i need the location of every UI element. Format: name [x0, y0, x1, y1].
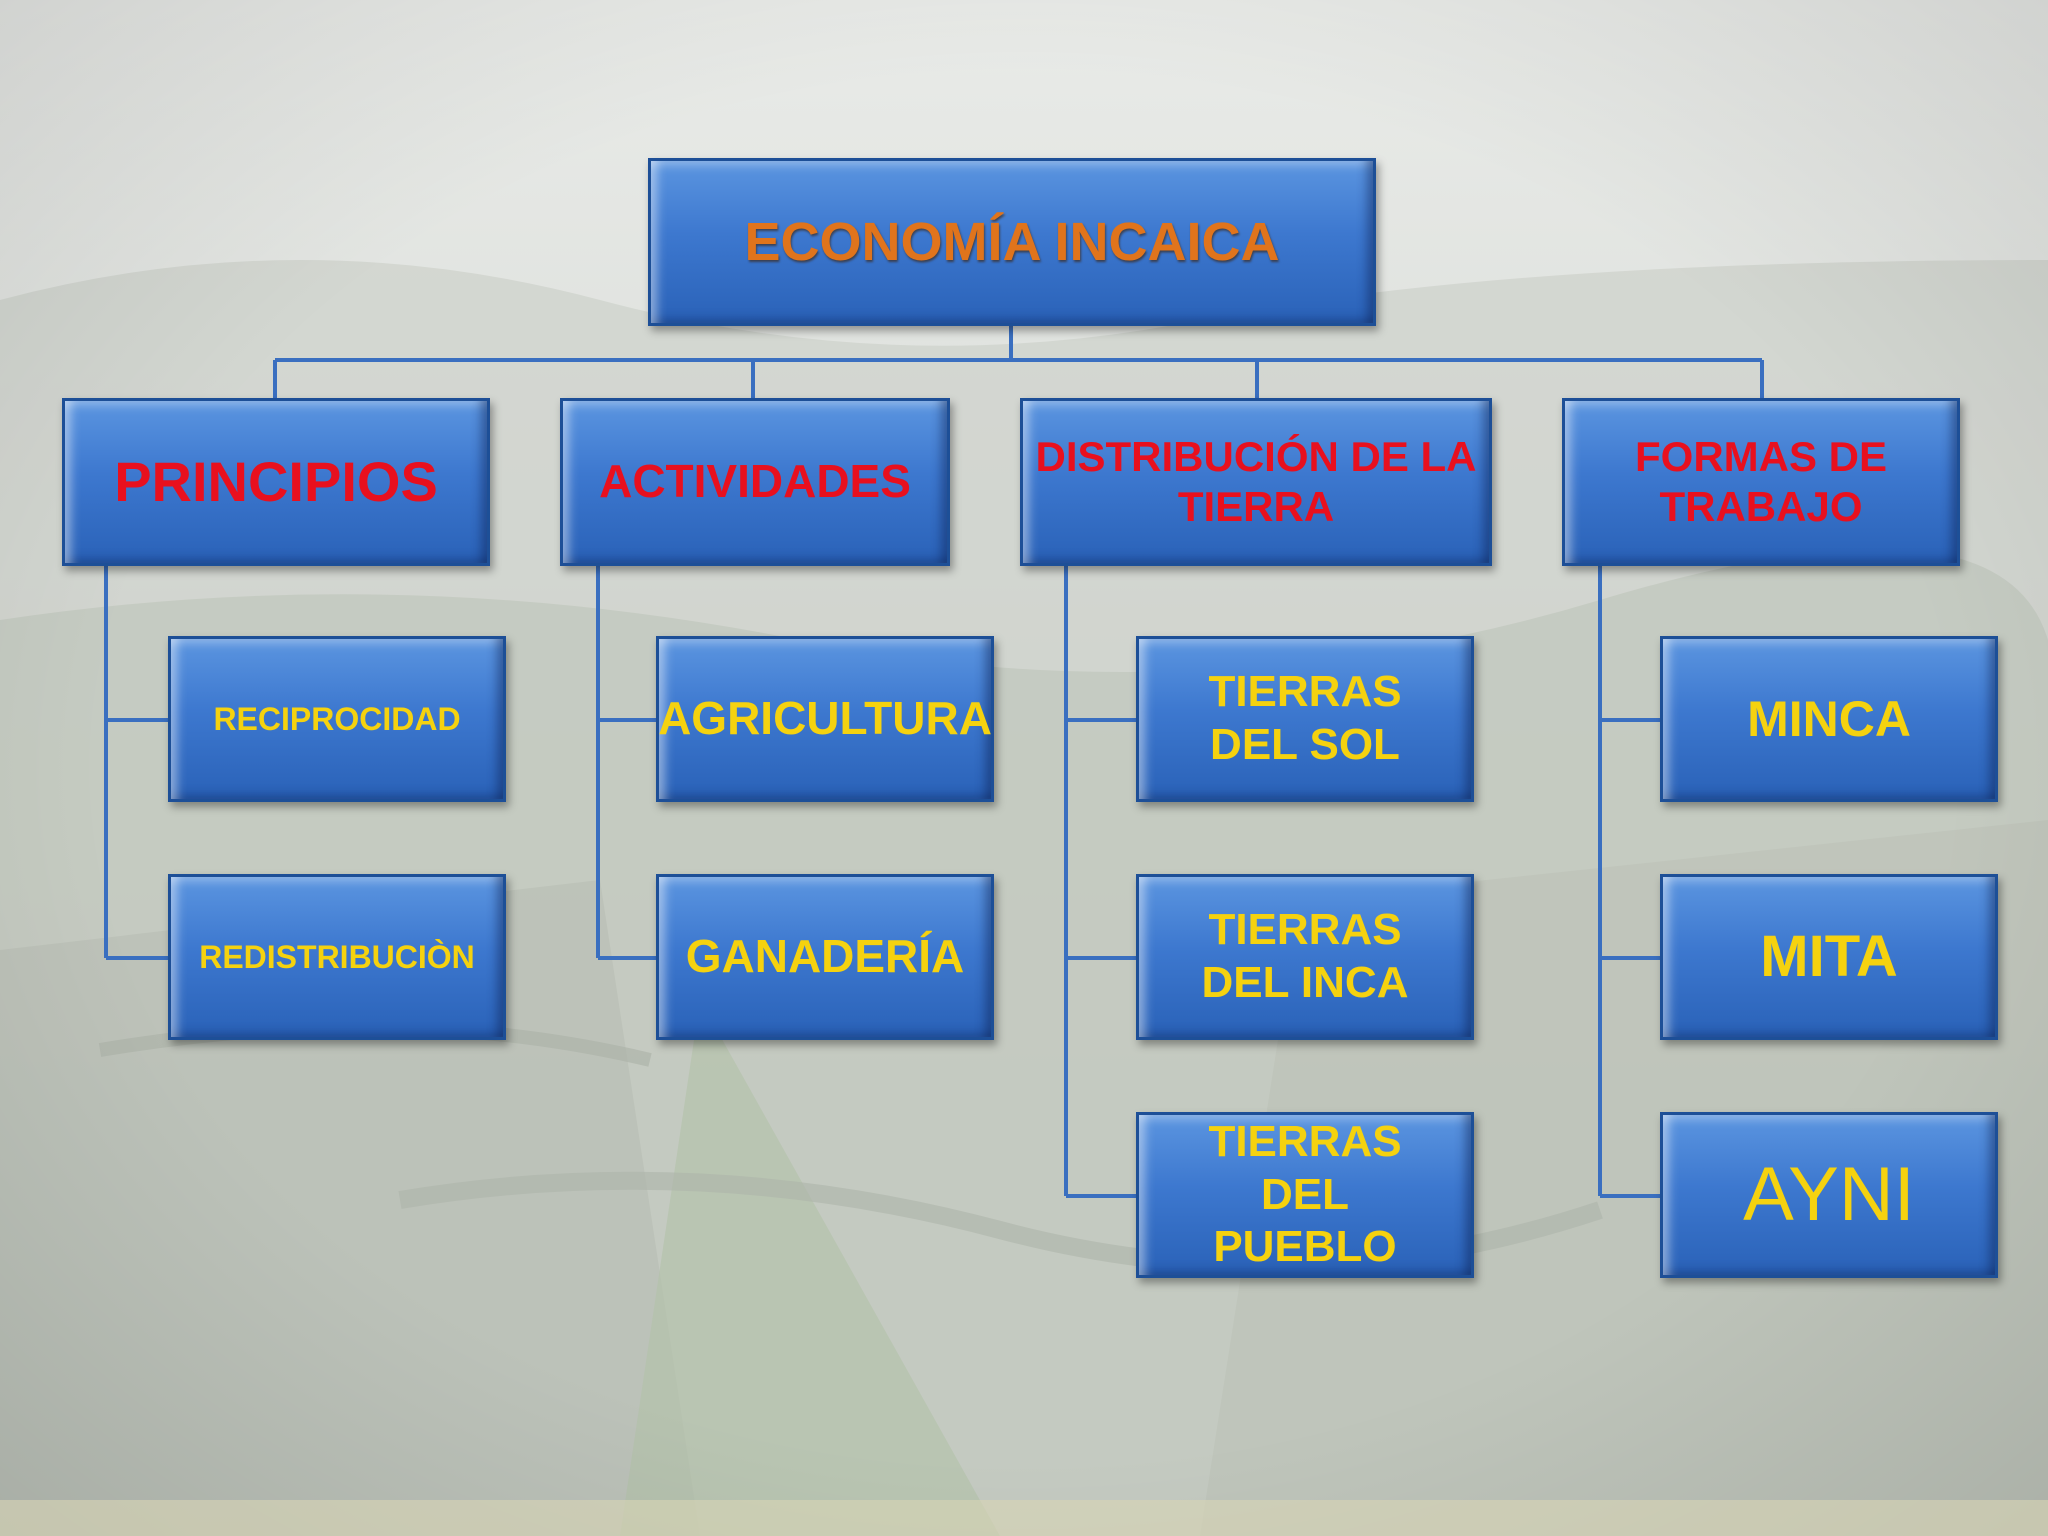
child-node-mita: MITA [1660, 874, 1998, 1040]
category-node-distribucion: DISTRIBUCIÓN DE LA TIERRA [1020, 398, 1492, 566]
child-label: TIERRAS DEL SOL [1208, 667, 1402, 769]
category-label: ACTIVIDADES [599, 455, 911, 508]
child-node-reciprocidad: RECIPROCIDAD [168, 636, 506, 802]
category-node-formas: FORMAS DE TRABAJO [1562, 398, 1960, 566]
child-label: TIERRAS DEL PUEBLO [1208, 1116, 1402, 1272]
root-label: ECONOMÍA INCAICA [744, 211, 1280, 272]
category-label: DISTRIBUCIÓN DE LA TIERRA [1035, 432, 1477, 530]
category-label: FORMAS DE TRABAJO [1635, 432, 1887, 530]
child-label: MITA [1760, 924, 1898, 990]
child-node-tierras-del-pueblo: TIERRAS DEL PUEBLO [1136, 1112, 1474, 1278]
child-label: MINCA [1747, 691, 1911, 747]
category-label: PRINCIPIOS [114, 450, 438, 514]
category-node-actividades: ACTIVIDADES [560, 398, 950, 566]
child-node-agricultura: AGRICULTURA [656, 636, 994, 802]
child-node-ganaderia: GANADERÍA [656, 874, 994, 1040]
child-node-ayni: AYNI [1660, 1112, 1998, 1278]
child-label: RECIPROCIDAD [213, 700, 461, 737]
child-label: AYNI [1743, 1152, 1915, 1238]
child-node-minca: MINCA [1660, 636, 1998, 802]
child-label: AGRICULTURA [658, 692, 992, 745]
root-node: ECONOMÍA INCAICA [648, 158, 1376, 326]
child-node-tierras-del-inca: TIERRAS DEL INCA [1136, 874, 1474, 1040]
child-node-tierras-del-sol: TIERRAS DEL SOL [1136, 636, 1474, 802]
category-node-principios: PRINCIPIOS [62, 398, 490, 566]
child-label: REDISTRIBUCIÒN [199, 938, 475, 975]
child-label: TIERRAS DEL INCA [1201, 905, 1409, 1007]
child-label: GANADERÍA [685, 930, 965, 983]
child-node-redistribucion: REDISTRIBUCIÒN [168, 874, 506, 1040]
